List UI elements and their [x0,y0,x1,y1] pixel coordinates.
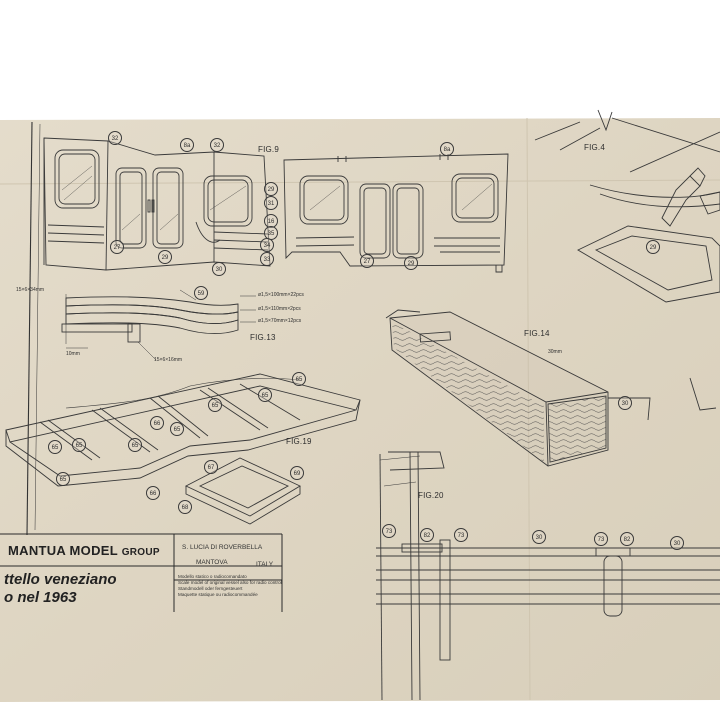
part-callout: 65 [258,388,272,402]
part-callout: 30 [532,530,546,544]
address-line-3: ITALY [256,561,274,568]
model-name-line-2: o nel 1963 [4,589,77,606]
fig19-label: FIG.19 [286,437,312,446]
part-callout: 68 [178,500,192,514]
part-callout: 65 [208,398,222,412]
part-callout: 33 [260,252,274,266]
part-callout: 67 [204,460,218,474]
part-callout: 29 [158,250,172,264]
part-callout: 27 [110,240,124,254]
part-callout: 65 [48,440,62,454]
part-callout: 65 [72,438,86,452]
strip-top-dimension: 15×6×34mm [16,287,45,293]
part-callout: 59 [194,286,208,300]
part-callout: 82 [420,528,434,542]
fig9-label: FIG.9 [258,145,280,154]
part-callout: 29 [404,256,418,270]
part-callout: 30 [618,396,632,410]
part-callout: 65 [292,372,306,386]
part-callout: 34 [260,238,274,252]
part-callout: 30 [212,262,226,276]
part-callout: 29 [646,240,660,254]
part-callout: 69 [290,466,304,480]
part-callout: 65 [128,438,142,452]
description-line-1: Modello statico o radiocomandato [178,574,247,579]
nails-spec-1: ø1,5×100mm×22pcs [258,292,304,298]
part-callout: 8a [180,138,194,152]
fig14-dimension: 30mm [548,349,562,355]
part-callout: 65 [56,472,70,486]
nails-spec-3: ø1,5×70mm×12pcs [258,318,302,324]
part-callout: 32 [108,131,122,145]
part-callout: 66 [146,486,160,500]
part-callout: 73 [594,532,608,546]
address-line-2: MANTOVA [196,559,228,566]
part-callout: 31 [264,196,278,210]
brand-sub: GROUP [121,547,160,558]
strip-bottom-dimension: 15×6×16mm [154,357,183,363]
brand-name: MANTUA MODEL GROUP [8,544,160,558]
part-callout: 8a [440,142,454,156]
nails-spec-2: ø1,5×110mm×2pcs [258,306,301,312]
fig4-label: FIG.4 [584,143,606,152]
part-callout: 27 [360,254,374,268]
description-line-4: Maquette statique ou radiocommandée [178,592,258,597]
part-callout: 73 [382,524,396,538]
strip-side-dimension: 10mm [66,351,80,357]
part-callout: 82 [620,532,634,546]
part-callout: 65 [170,422,184,436]
brand-main: MANTUA MODEL [8,543,118,558]
fig20-label: FIG.20 [418,491,444,500]
address-line-1: S. LUCIA DI ROVERBELLA [182,544,263,551]
part-callout: 32 [210,138,224,152]
fig14-label: FIG.14 [524,329,550,338]
description-line-2: Scale model of original vessel also for … [178,580,282,585]
part-callout: 30 [670,536,684,550]
description-line-3: Standmodell oder ferngesteuert [178,586,243,591]
model-name-line-1: ttello veneziano [4,571,117,588]
fig13-label: FIG.13 [250,333,276,342]
part-callout: 66 [150,416,164,430]
part-callout: 29 [264,182,278,196]
part-callout: 73 [454,528,468,542]
